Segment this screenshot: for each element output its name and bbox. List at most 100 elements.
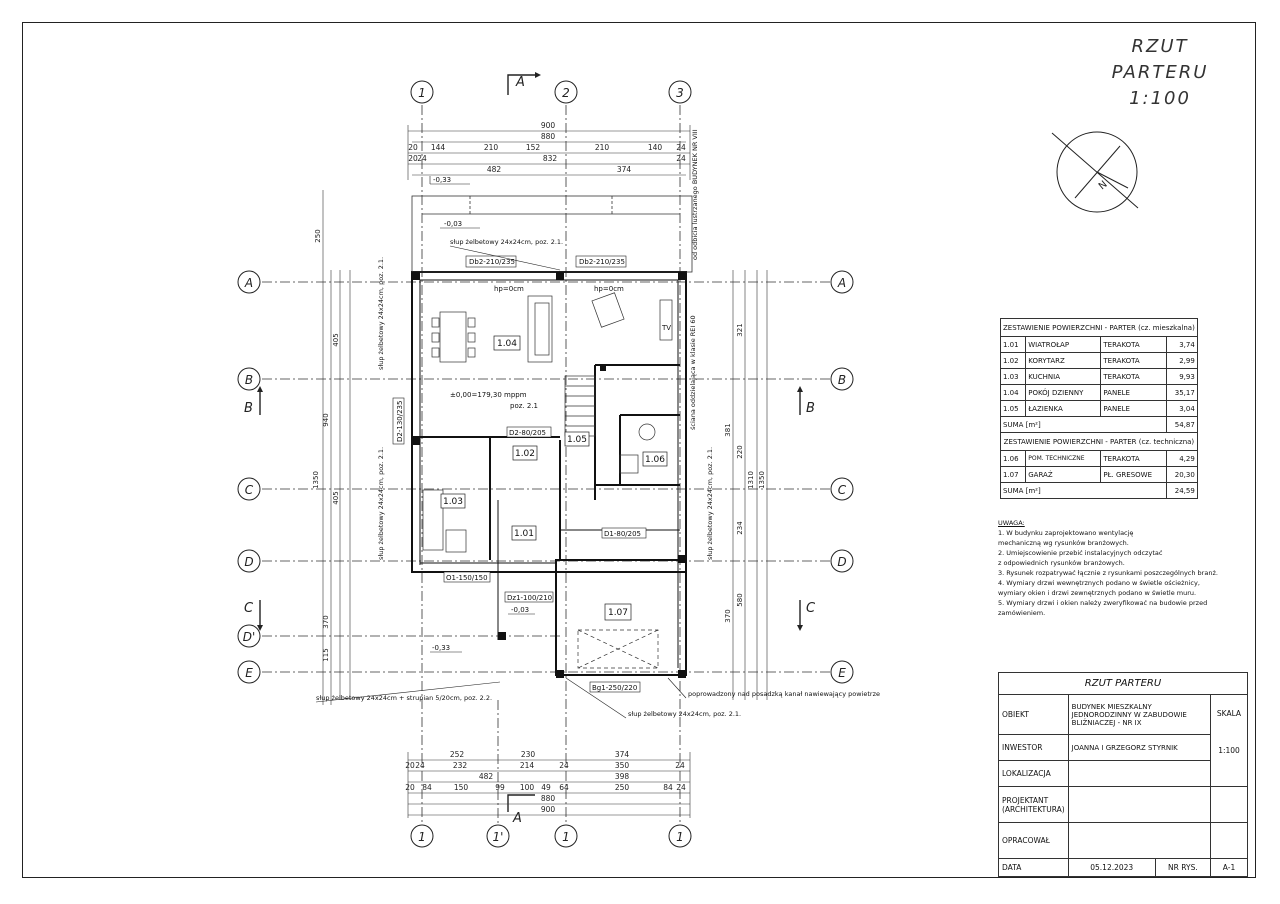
dim-text: 140 [648, 143, 663, 152]
dim-text: 20 [405, 783, 415, 792]
dim-text: 381 [724, 423, 732, 436]
dim-text: 99 [495, 783, 505, 792]
axis-label: 1 [676, 830, 684, 844]
notes-block: UWAGA: 1. W budynku zaprojektowano wenty… [998, 518, 1218, 618]
dim-text: 84 [663, 783, 673, 792]
projektant-label: PROJEKTANT (ARCHITEKTURA) [998, 786, 1069, 823]
room-label: 1.04 [497, 339, 517, 349]
table-row: 1.06 POM. TECHNICZNE TERAKOTA 4,29 [999, 450, 1198, 467]
dim-text: 250 [314, 229, 322, 242]
level-mark: -0,33 [432, 644, 450, 652]
plan-note: słup żelbetowy 24x24cm, poz. 2.1. [377, 257, 385, 370]
table-row: 1.04 POKÓJ DZIENNY PANELE 35,17 [999, 384, 1198, 401]
dim-text: 482 [479, 772, 494, 781]
section-label-c: C [806, 601, 816, 616]
dim-text: 482 [487, 165, 502, 174]
note-line: 4. Wymiary drzwi wewnętrznych podano w ś… [998, 579, 1200, 587]
dim-text: 232 [453, 761, 468, 770]
dim-text: 150 [454, 783, 469, 792]
plan-note: poz. 2.1 [510, 402, 538, 410]
notes-title: UWAGA: [998, 519, 1025, 527]
dim-text: 405 [332, 491, 340, 504]
dim-text: 24 [559, 761, 569, 770]
table-row: SUMA [m²] 24,59 [999, 482, 1198, 499]
obiekt-value: BUDYNEK MIESZKALNY JEDNORODZINNY W ZABUD… [1067, 694, 1212, 735]
level-mark: -0,03 [511, 606, 529, 614]
dim-text: 370 [724, 609, 732, 622]
dim-text: 230 [521, 750, 536, 759]
dim-text: 880 [541, 794, 556, 803]
axis-label: 1' [493, 830, 504, 844]
table-row: 1.03 KUCHNIA TERAKOTA 9,93 [999, 368, 1198, 385]
dim-text: 880 [541, 132, 556, 141]
axis-label: 1 [562, 830, 570, 844]
floor-plan: 1 2 3 1 1' 1 1 A B C D D' E A B C D E A … [237, 72, 880, 848]
dim-text: 1350 [758, 471, 766, 489]
axis-label: A [244, 276, 253, 290]
sheet-title-line2: 1:100 [1129, 88, 1191, 109]
level-mark: ±0,00=179,30 mppm [450, 391, 527, 399]
sheet-title-line1: RZUT PARTERU [1111, 36, 1209, 83]
inwestor-value: JOANNA I GRZEGORZ STYRNIK [1067, 734, 1212, 761]
sheet-title: RZUT PARTERU 1:100 [1080, 34, 1240, 112]
note-line: mechaniczną wg rysunków branżowych. [998, 539, 1129, 547]
dim-text: 24 [415, 761, 425, 770]
dim-text: 24 [676, 783, 686, 792]
dim-text: 144 [431, 143, 446, 152]
opracowal-label: OPRACOWAŁ [998, 822, 1069, 859]
note-line: z odpowiednich rysunków branżowych. [998, 559, 1125, 567]
plan-note: hp=0cm [594, 285, 624, 293]
title-block-header: RZUT PARTERU [998, 672, 1248, 695]
plan-note: słup żelbetowy 24x24cm, poz. 2.1. [377, 447, 385, 560]
axis-label: D' [243, 630, 256, 644]
dim-text: 100 [520, 783, 535, 792]
plan-note: słup żelbetowy 24x24cm, poz. 2.1. [628, 710, 741, 718]
dim-text: 24 [417, 154, 427, 163]
dim-text: 64 [559, 783, 569, 792]
section-label-c: C [244, 601, 254, 616]
drawing-sheet-frame [22, 22, 1256, 878]
room-label: 1.05 [567, 435, 587, 445]
dim-text: 252 [450, 750, 465, 759]
table-row: 1.01 WIATROŁAP TERAKOTA 3,74 [999, 336, 1198, 353]
axis-label: 2 [562, 86, 570, 100]
table-row: 1.05 ŁAZIENKA PANELE 3,04 [999, 400, 1198, 417]
section-label-b: B [806, 401, 815, 416]
dim-text: 398 [615, 772, 630, 781]
nr-label: NR RYS. [1154, 858, 1212, 877]
dim-text: 940 [322, 413, 330, 426]
axis-label: C [245, 483, 254, 497]
dim-text: 405 [332, 333, 340, 346]
dim-text: 20 [405, 761, 415, 770]
axis-label: D [837, 555, 846, 569]
dim-text: 84 [422, 783, 432, 792]
dim-text: 580 [736, 593, 744, 606]
area-table: ZESTAWIENIE POWIERZCHNI - PARTER (cz. mi… [999, 318, 1198, 499]
dim-text: 900 [541, 805, 556, 814]
title-block: RZUT PARTERU OBIEKT BUDYNEK MIESZKALNY J… [998, 672, 1248, 877]
nr-value: A-1 [1210, 858, 1248, 877]
note-line: 3. Rysunek rozpatrywać łącznie z rysunka… [998, 569, 1218, 577]
dim-text: 24 [676, 154, 686, 163]
dim-text: 374 [617, 165, 632, 174]
plan-note: od odbicia lustrzanego BUDYNEK NR VIII [691, 129, 699, 260]
room-label: 1.01 [514, 529, 534, 539]
dim-text: 20 [408, 154, 418, 163]
data-label: DATA [998, 858, 1069, 877]
plan-note: hp=0cm [494, 285, 524, 293]
axis-label: C [838, 483, 847, 497]
axis-label: B [245, 373, 253, 387]
dim-text: 20 [408, 143, 418, 152]
dim-text: 115 [322, 648, 330, 661]
note-line: zamówieniem. [998, 609, 1046, 617]
axis-label: 1 [418, 830, 426, 844]
door-tag: Db2-210/235 [579, 258, 625, 266]
plan-note: ściana oddzielająca w klasie REI 60 [689, 315, 697, 430]
room-label: 1.06 [645, 455, 665, 465]
note-line: 2. Umiejscowienie przebić instalacyjnych… [998, 549, 1163, 557]
note-line: 5. Wymiary drzwi i okien należy zweryfik… [998, 599, 1208, 607]
north-arrow-icon: N [1051, 131, 1139, 213]
plan-note: słup żelbetowy 24x24cm + strupian 5/20cm… [316, 694, 492, 702]
axis-label: 3 [676, 86, 684, 100]
plan-note: poprowadzony nad posadzką kanał nawiewaj… [688, 690, 880, 698]
